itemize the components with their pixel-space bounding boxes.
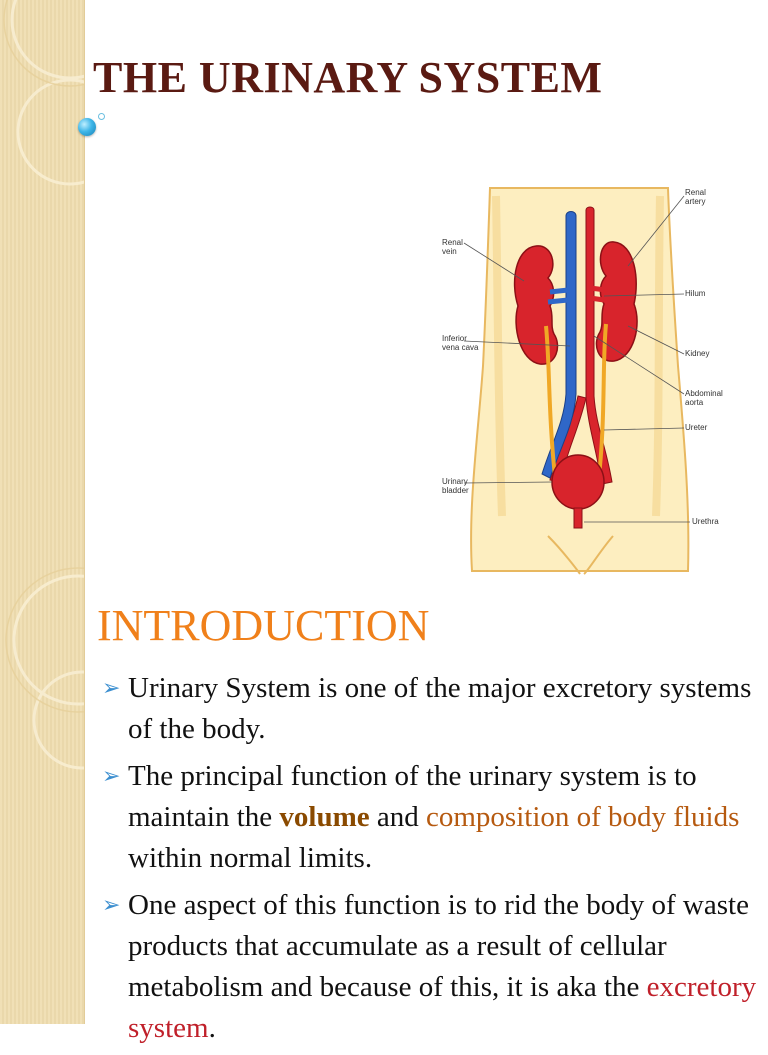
bullet-text: . — [208, 1012, 216, 1044]
bullet-text: The principal function of the urinary sy… — [128, 760, 697, 833]
urinary-anatomy-illustration — [463, 187, 690, 575]
arrow-bullet-icon: ➢ — [102, 764, 121, 789]
label-abdominal-aorta: Abdominal aorta — [685, 389, 723, 407]
label-inferior-vena-cava: Inferior vena cava — [442, 334, 479, 352]
accent-dot-icon — [78, 118, 96, 136]
label-hilum: Hilum — [685, 289, 706, 298]
bullet-text: Urinary System is one of the major excre… — [128, 672, 752, 745]
bullet-item: ➢ One aspect of this function is to rid … — [100, 885, 760, 1049]
arrow-bullet-icon: ➢ — [102, 893, 121, 918]
label-urinary-bladder: Urinary bladder — [442, 477, 469, 495]
label-renal-artery: Renal artery — [685, 188, 706, 206]
bullet-text: One aspect of this function is to rid th… — [128, 889, 749, 1003]
bullet-item: ➢ Urinary System is one of the major exc… — [100, 668, 760, 750]
accent-dot-small-icon — [98, 113, 105, 120]
slide-title: THE URINARY SYSTEM — [93, 53, 603, 102]
bullet-text: and — [369, 801, 426, 833]
sidebar-swirl-decoration — [3, 0, 84, 770]
bullet-text: within normal limits. — [128, 842, 373, 874]
bullet-list: ➢ Urinary System is one of the major exc… — [100, 668, 760, 1055]
urinary-system-diagram: Renal artery Renal vein Hilum Inferior v… — [438, 186, 743, 576]
highlight-volume: volume — [279, 801, 370, 833]
label-urethra: Urethra — [692, 517, 719, 526]
label-renal-vein: Renal vein — [442, 238, 463, 256]
label-kidney: Kidney — [685, 349, 710, 358]
arrow-bullet-icon: ➢ — [102, 676, 121, 701]
section-heading: INTRODUCTION — [97, 601, 430, 650]
bullet-item: ➢ The principal function of the urinary … — [100, 756, 760, 879]
highlight-composition: composition of body fluids — [426, 801, 740, 833]
decorative-sidebar — [0, 0, 85, 1024]
label-ureter: Ureter — [685, 423, 708, 432]
